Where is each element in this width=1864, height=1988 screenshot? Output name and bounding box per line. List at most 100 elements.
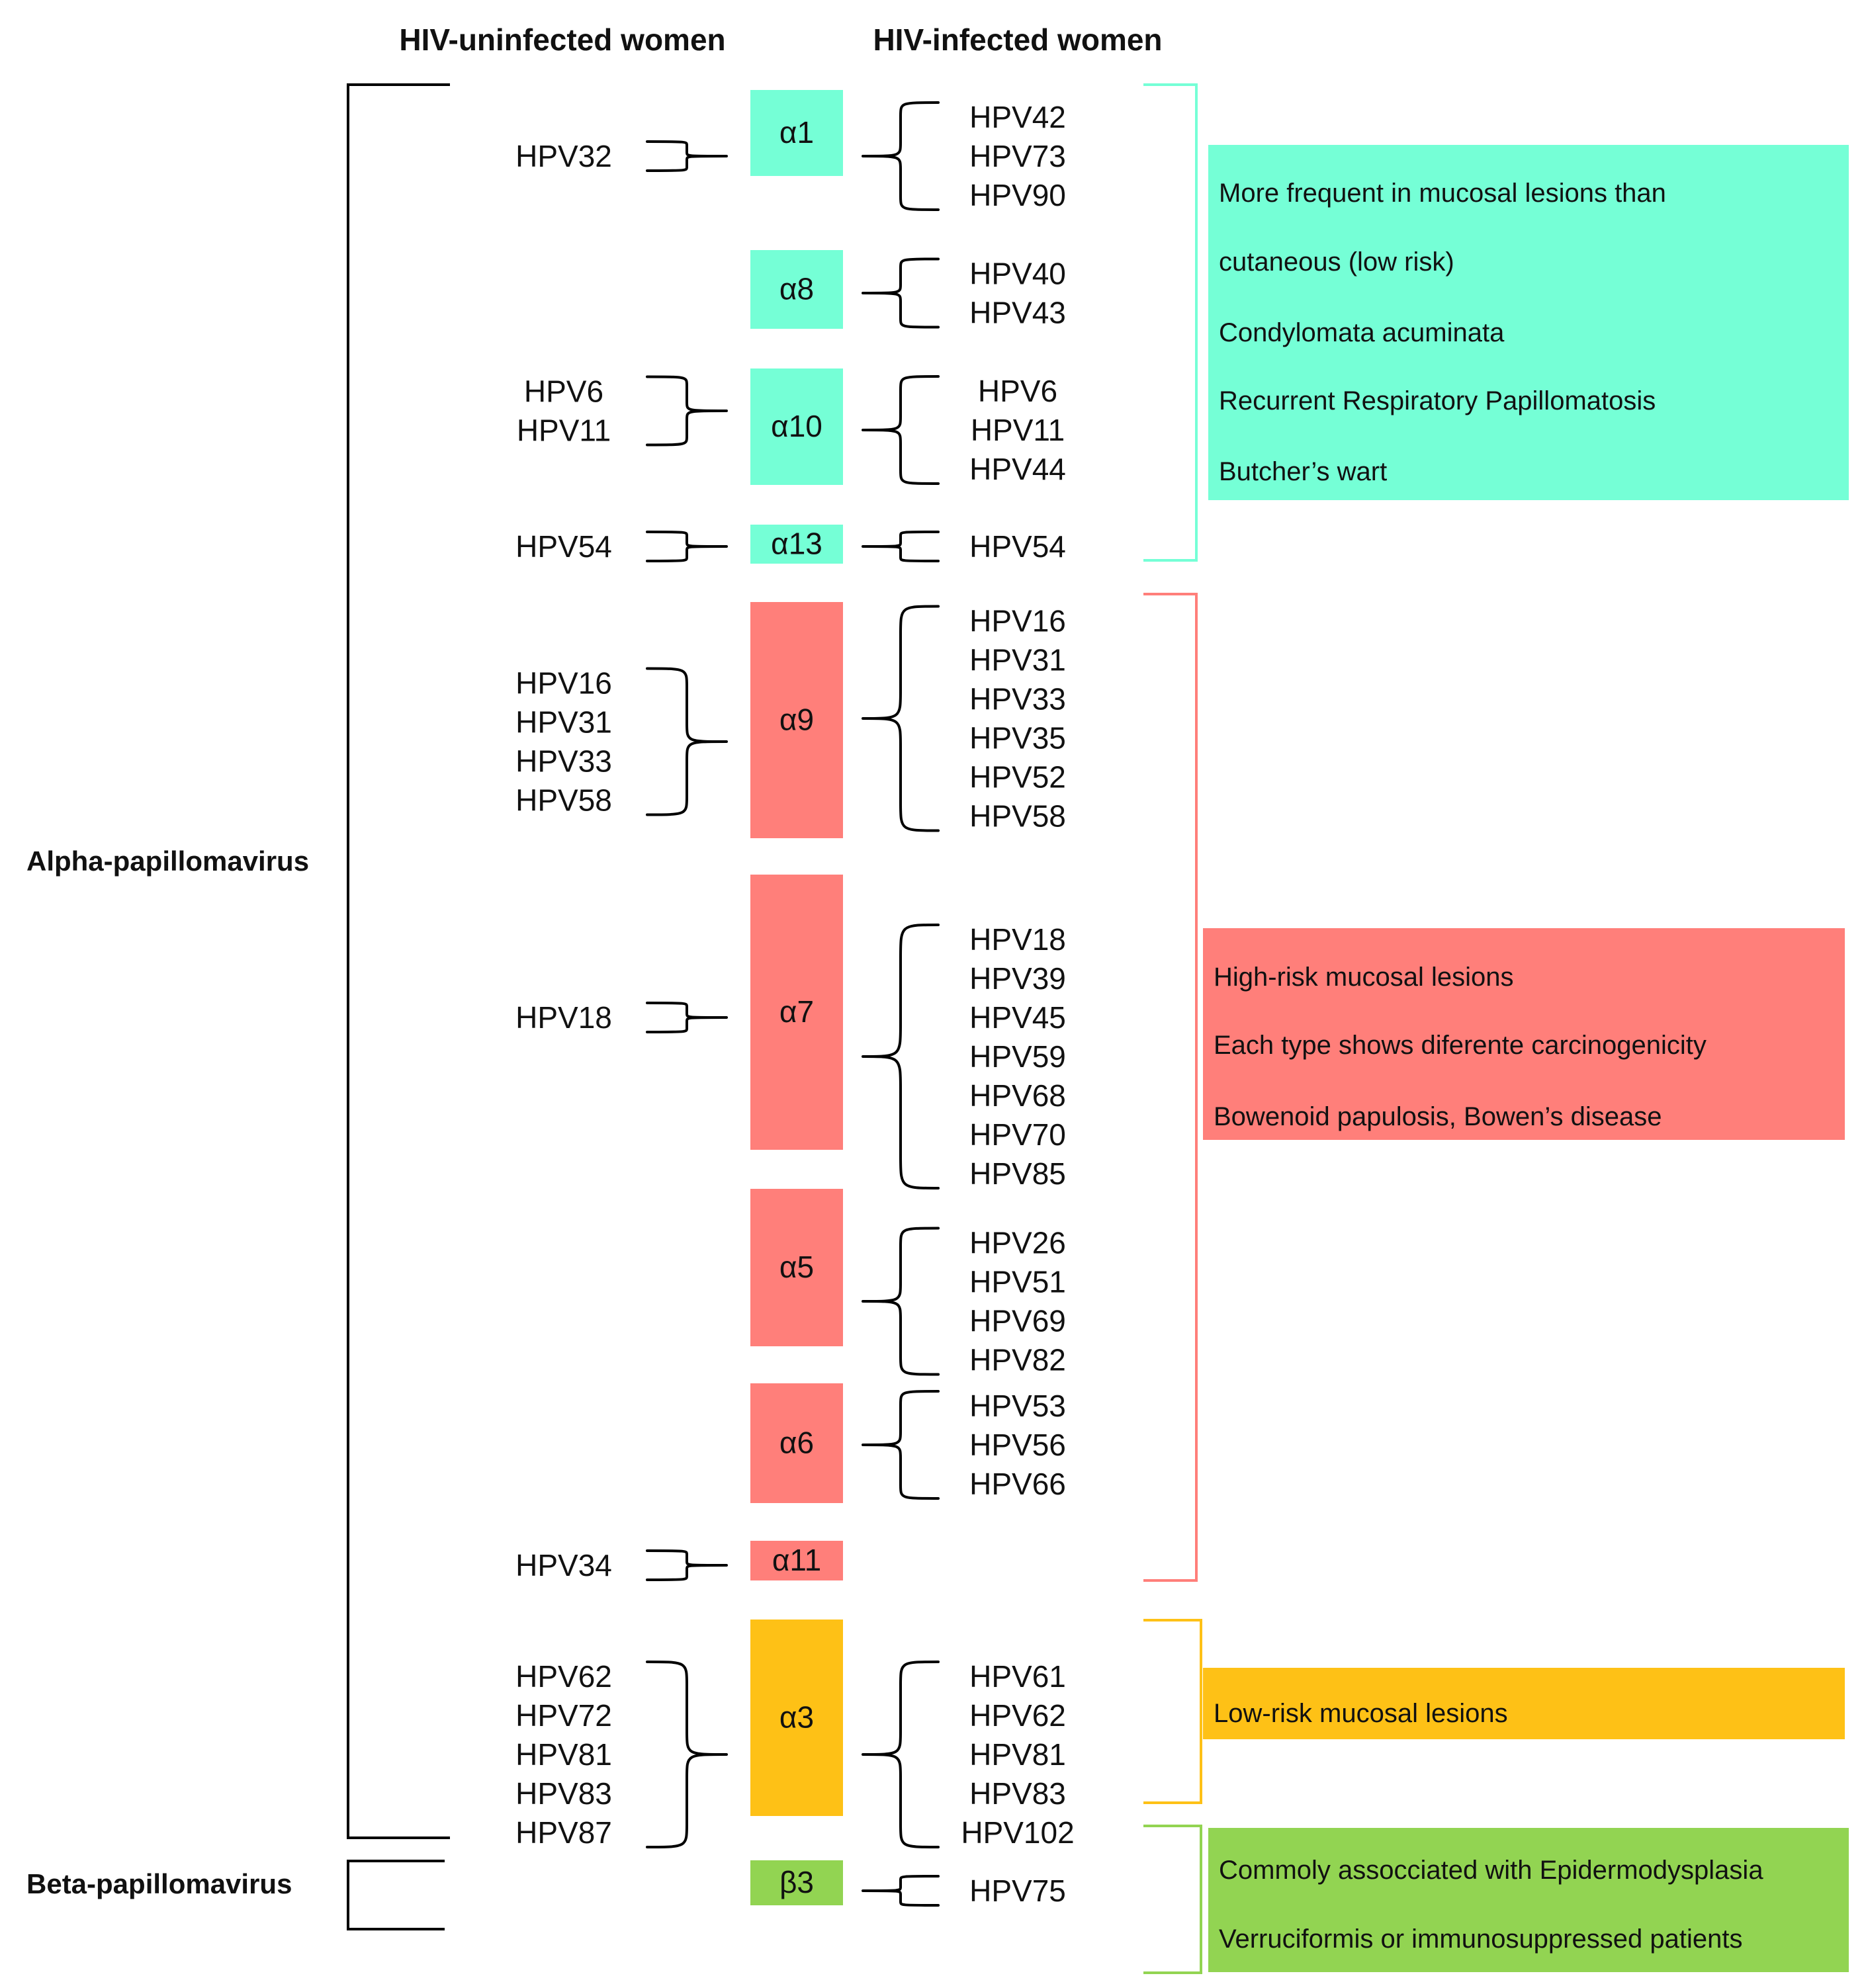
- species-group: α3HPV61HPV62HPV81HPV83HPV102HPV62HPV72HP…: [515, 1620, 1075, 1850]
- infected-type-label: HPV33: [969, 682, 1066, 716]
- uninfected-brace: [646, 1661, 728, 1848]
- species-label: β3: [779, 1865, 814, 1899]
- infected-type-label: HPV83: [969, 1776, 1066, 1811]
- uninfected-type-label: HPV32: [515, 139, 612, 173]
- infected-brace: [862, 924, 940, 1189]
- note-box: [1203, 928, 1845, 1140]
- note-group-bracket: [1143, 1619, 1202, 1804]
- species-label: α11: [772, 1543, 821, 1577]
- note-line: Each type shows diferente carcinogenicit…: [1214, 1031, 1707, 1060]
- infected-type-label: HPV59: [969, 1039, 1066, 1074]
- infected-brace: [862, 1390, 940, 1500]
- species-group: α7HPV18HPV39HPV45HPV59HPV68HPV70HPV85HPV…: [515, 875, 1066, 1191]
- uninfected-type-label: HPV31: [515, 705, 612, 740]
- uninfected-type-label: HPV81: [515, 1737, 612, 1772]
- header-infected: HIV-infected women: [873, 22, 1162, 57]
- note-group-bracket: [1143, 83, 1198, 562]
- note-group-bracket: [1143, 1825, 1202, 1974]
- note-line: Commoly assocciated with Epidermodysplas…: [1219, 1856, 1763, 1885]
- uninfected-type-label: HPV87: [515, 1815, 612, 1850]
- species-box: [750, 525, 843, 564]
- uninfected-type-label: HPV58: [515, 783, 612, 818]
- uninfected-type-label: HPV6: [524, 374, 603, 409]
- infected-type-label: HPV44: [969, 452, 1066, 486]
- alpha-genus-bracket: [347, 83, 450, 1839]
- species-label: α13: [771, 527, 822, 561]
- species-group: α9HPV16HPV31HPV33HPV35HPV52HPV58HPV16HPV…: [515, 602, 1066, 838]
- note-line: Condylomata acuminata: [1219, 318, 1505, 347]
- infected-type-label: HPV11: [971, 413, 1065, 447]
- uninfected-type-label: HPV33: [515, 744, 612, 779]
- species-label: α7: [779, 994, 814, 1029]
- note-line: Butcher’s wart: [1219, 457, 1387, 486]
- infected-type-label: HPV68: [969, 1078, 1066, 1113]
- infected-type-label: HPV35: [969, 721, 1066, 756]
- infected-type-label: HPV73: [969, 139, 1066, 173]
- uninfected-brace: [646, 1002, 728, 1033]
- infected-type-label: HPV85: [969, 1156, 1066, 1191]
- infected-brace: [862, 531, 940, 562]
- beta-genus-bracket: [347, 1860, 445, 1930]
- uninfected-type-label: HPV83: [515, 1776, 612, 1811]
- note-line: Bowenoid papulosis, Bowen’s disease: [1214, 1102, 1662, 1131]
- note-box: [1208, 145, 1849, 500]
- uninfected-type-label: HPV16: [515, 666, 612, 701]
- species-label: α9: [779, 703, 814, 737]
- uninfected-brace: [646, 1549, 728, 1581]
- uninfected-brace: [646, 375, 728, 447]
- species-box: [750, 602, 843, 838]
- infected-type-label: HPV16: [969, 604, 1066, 638]
- infected-type-label: HPV51: [969, 1265, 1066, 1299]
- note-group: Low-risk mucosal lesions: [1143, 1619, 1845, 1804]
- infected-type-label: HPV70: [969, 1117, 1066, 1152]
- infected-type-label: HPV53: [969, 1389, 1066, 1423]
- infected-brace: [862, 1661, 940, 1848]
- species-label: α3: [779, 1700, 814, 1735]
- note-box: [1203, 1668, 1845, 1739]
- uninfected-brace: [646, 531, 728, 562]
- uninfected-brace: [646, 140, 728, 172]
- uninfected-type-label: HPV11: [517, 413, 611, 448]
- species-box: [750, 90, 843, 176]
- infected-type-label: HPV45: [969, 1000, 1066, 1035]
- note-group-bracket: [1143, 593, 1198, 1582]
- infected-type-label: HPV39: [969, 961, 1066, 996]
- note-line: Recurrent Respiratory Papillomatosis: [1219, 386, 1656, 415]
- note-line: Verruciformis or immunosuppressed patien…: [1219, 1924, 1742, 1954]
- infected-type-label: HPV58: [969, 799, 1066, 834]
- species-box: [750, 1620, 843, 1816]
- infected-type-label: HPV52: [969, 760, 1066, 795]
- species-group: β3 HPV75: [750, 1860, 1066, 1908]
- infected-type-label: HPV69: [969, 1304, 1066, 1338]
- infected-type-label: HPV81: [969, 1737, 1066, 1772]
- species-box: [750, 1383, 843, 1503]
- species-box: [750, 250, 843, 329]
- infected-type-label: HPV6: [978, 374, 1057, 408]
- species-label: α8: [779, 272, 814, 306]
- infected-type-label: HPV18: [969, 922, 1066, 957]
- uninfected-type-label: HPV18: [515, 1000, 612, 1035]
- infected-type-label: HPV26: [969, 1226, 1066, 1260]
- infected-type-label: HPV42: [969, 100, 1066, 134]
- infected-brace: [862, 605, 940, 832]
- infected-type-label: HPV43: [969, 296, 1066, 330]
- infected-type-label: HPV75: [969, 1874, 1066, 1908]
- infected-type-label: HPV90: [969, 178, 1066, 212]
- alpha-genus-label: Alpha-papillomavirus: [26, 845, 309, 877]
- infected-brace: [862, 257, 940, 329]
- note-group: Commoly assocciated with Epidermodysplas…: [1143, 1825, 1849, 1974]
- species-label: α1: [779, 115, 814, 150]
- infected-brace: [862, 101, 940, 211]
- uninfected-type-label: HPV34: [515, 1548, 612, 1582]
- infected-type-label: HPV102: [961, 1815, 1074, 1850]
- infected-brace: [862, 375, 940, 485]
- infected-brace: [862, 1875, 940, 1907]
- species-box: [750, 875, 843, 1150]
- uninfected-type-label: HPV72: [515, 1698, 612, 1733]
